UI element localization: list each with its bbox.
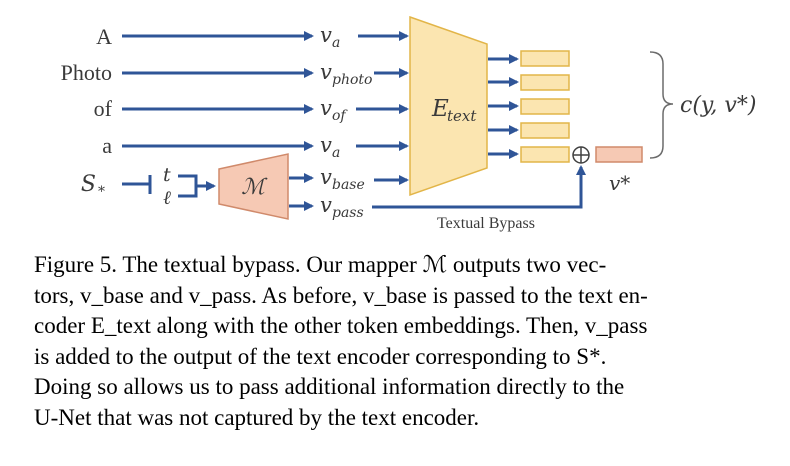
text-encoder-label: E text (431, 96, 477, 125)
svg-text:v: v (320, 193, 332, 217)
embedding-v-pass: v pass (320, 193, 364, 221)
svg-text:photo: photo (332, 72, 372, 88)
mapper-output-arrows (289, 173, 314, 211)
svg-text:pass: pass (332, 205, 364, 221)
svg-text:of: of (332, 108, 348, 124)
caption-line-6: U-Net that was not captured by the text … (34, 404, 480, 430)
mapper-block (218, 153, 289, 220)
svg-text:E: E (431, 96, 449, 122)
mapper-input-ell: ℓ (163, 187, 171, 209)
output-box-4 (520, 122, 570, 139)
svg-text:v: v (320, 165, 332, 189)
textual-bypass-path (372, 165, 586, 209)
encoder-output-arrows (488, 54, 519, 159)
token-a-2: a (102, 133, 112, 158)
output-box-3 (520, 98, 570, 115)
svg-text:base: base (332, 177, 365, 193)
figure-caption: Figure 5. The textual bypass. Our mapper… (34, 250, 774, 433)
embedding-v-base: v base (320, 165, 365, 193)
v-star-box (595, 146, 643, 163)
mapper-input-t: t (163, 164, 171, 186)
svg-text:v: v (320, 23, 332, 47)
embedding-v-a-1: v a (320, 23, 340, 51)
embedding-v-photo: v photo (320, 60, 372, 88)
svg-text:a: a (332, 35, 340, 51)
caption-line-3: coder E_text along with the other token … (34, 313, 648, 338)
svg-text:v: v (320, 133, 332, 157)
caption-line-5: Doing so allows us to pass additional in… (34, 374, 625, 399)
caption-line-4: is added to the output of the text encod… (34, 343, 607, 369)
output-box-1 (520, 50, 570, 67)
output-label: c(y, v*) (680, 93, 756, 118)
svg-text:text: text (447, 107, 477, 125)
mapper-label: ℳ (241, 175, 268, 200)
caption-line-2: tors, v_base and v_pass. As before, v_ba… (34, 282, 648, 308)
svg-text:v: v (320, 60, 332, 84)
token-of: of (94, 96, 113, 121)
svg-text:*: * (98, 184, 105, 200)
output-box-2 (520, 74, 570, 91)
embedding-v-of: v of (320, 96, 348, 124)
token-s-star: S * (81, 172, 105, 200)
encoder-outputs (520, 50, 570, 163)
embedding-arrows (356, 31, 409, 185)
textual-bypass-diagram: A Photo of a S * t ℓ ℳ v a v photo (61, 15, 756, 232)
token-a-1: A (96, 24, 112, 49)
caption-line-1: Figure 5. The textual bypass. Our mapper… (34, 252, 607, 277)
output-brace (649, 51, 674, 159)
textual-bypass-label: Textual Bypass (437, 215, 535, 232)
token-photo: Photo (61, 60, 112, 85)
svg-text:S: S (81, 172, 96, 197)
svg-text:a: a (332, 145, 340, 161)
output-box-5 (520, 146, 570, 163)
token-arrows (122, 31, 314, 194)
v-star-label: v* (609, 171, 630, 195)
embedding-v-a-2: v a (320, 133, 340, 161)
mapper-input-bracket (178, 174, 216, 198)
text-encoder-block (409, 15, 488, 197)
add-operator-icon (572, 146, 590, 164)
svg-text:v: v (320, 96, 332, 120)
